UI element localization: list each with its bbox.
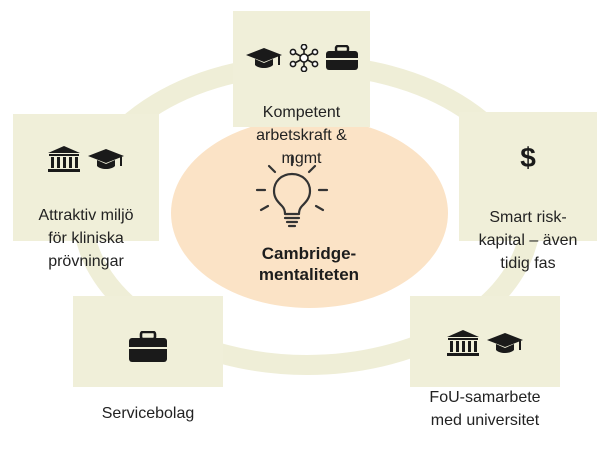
factor-box-services: Servicebolag xyxy=(73,296,223,422)
lightbulb-icon xyxy=(255,155,329,228)
factor-icons xyxy=(13,145,159,173)
factor-label: Smart risk- kapital – även tidig fas xyxy=(478,209,578,272)
factor-icons: $ xyxy=(459,142,597,172)
factor-box-capital: $ Smart risk- kapital – även tidig fas xyxy=(459,112,597,272)
svg-text:$: $ xyxy=(520,142,536,172)
graduation-cap-icon xyxy=(487,333,523,353)
center-circle xyxy=(171,118,448,308)
factor-box-research: FoU-samarbete med universitet xyxy=(410,296,560,429)
factor-box-talent: Kompetent arbetskraft & mgmt xyxy=(233,11,370,167)
graduation-cap-icon xyxy=(88,149,124,169)
factor-label: Attraktiv miljö för kliniska prövningar xyxy=(38,207,134,270)
institution-icon xyxy=(48,146,80,172)
factor-box-trials: Attraktiv miljö för kliniska prövningar xyxy=(13,114,159,270)
factor-label: Kompetent arbetskraft & mgmt xyxy=(256,104,347,167)
center-label: Cambridge- mentaliteten xyxy=(258,244,360,284)
graduation-cap-icon xyxy=(245,48,282,68)
factor-label: Servicebolag xyxy=(101,405,195,422)
dollar-icon: $ xyxy=(520,142,536,172)
factor-icons xyxy=(233,44,370,72)
institution-icon xyxy=(447,330,479,356)
network-icon xyxy=(289,44,318,72)
briefcase-icon xyxy=(129,331,167,362)
factor-label: FoU-samarbete med universitet xyxy=(429,389,541,429)
factor-icons xyxy=(73,331,223,362)
briefcase-icon xyxy=(325,45,358,70)
factor-icons xyxy=(410,329,560,357)
